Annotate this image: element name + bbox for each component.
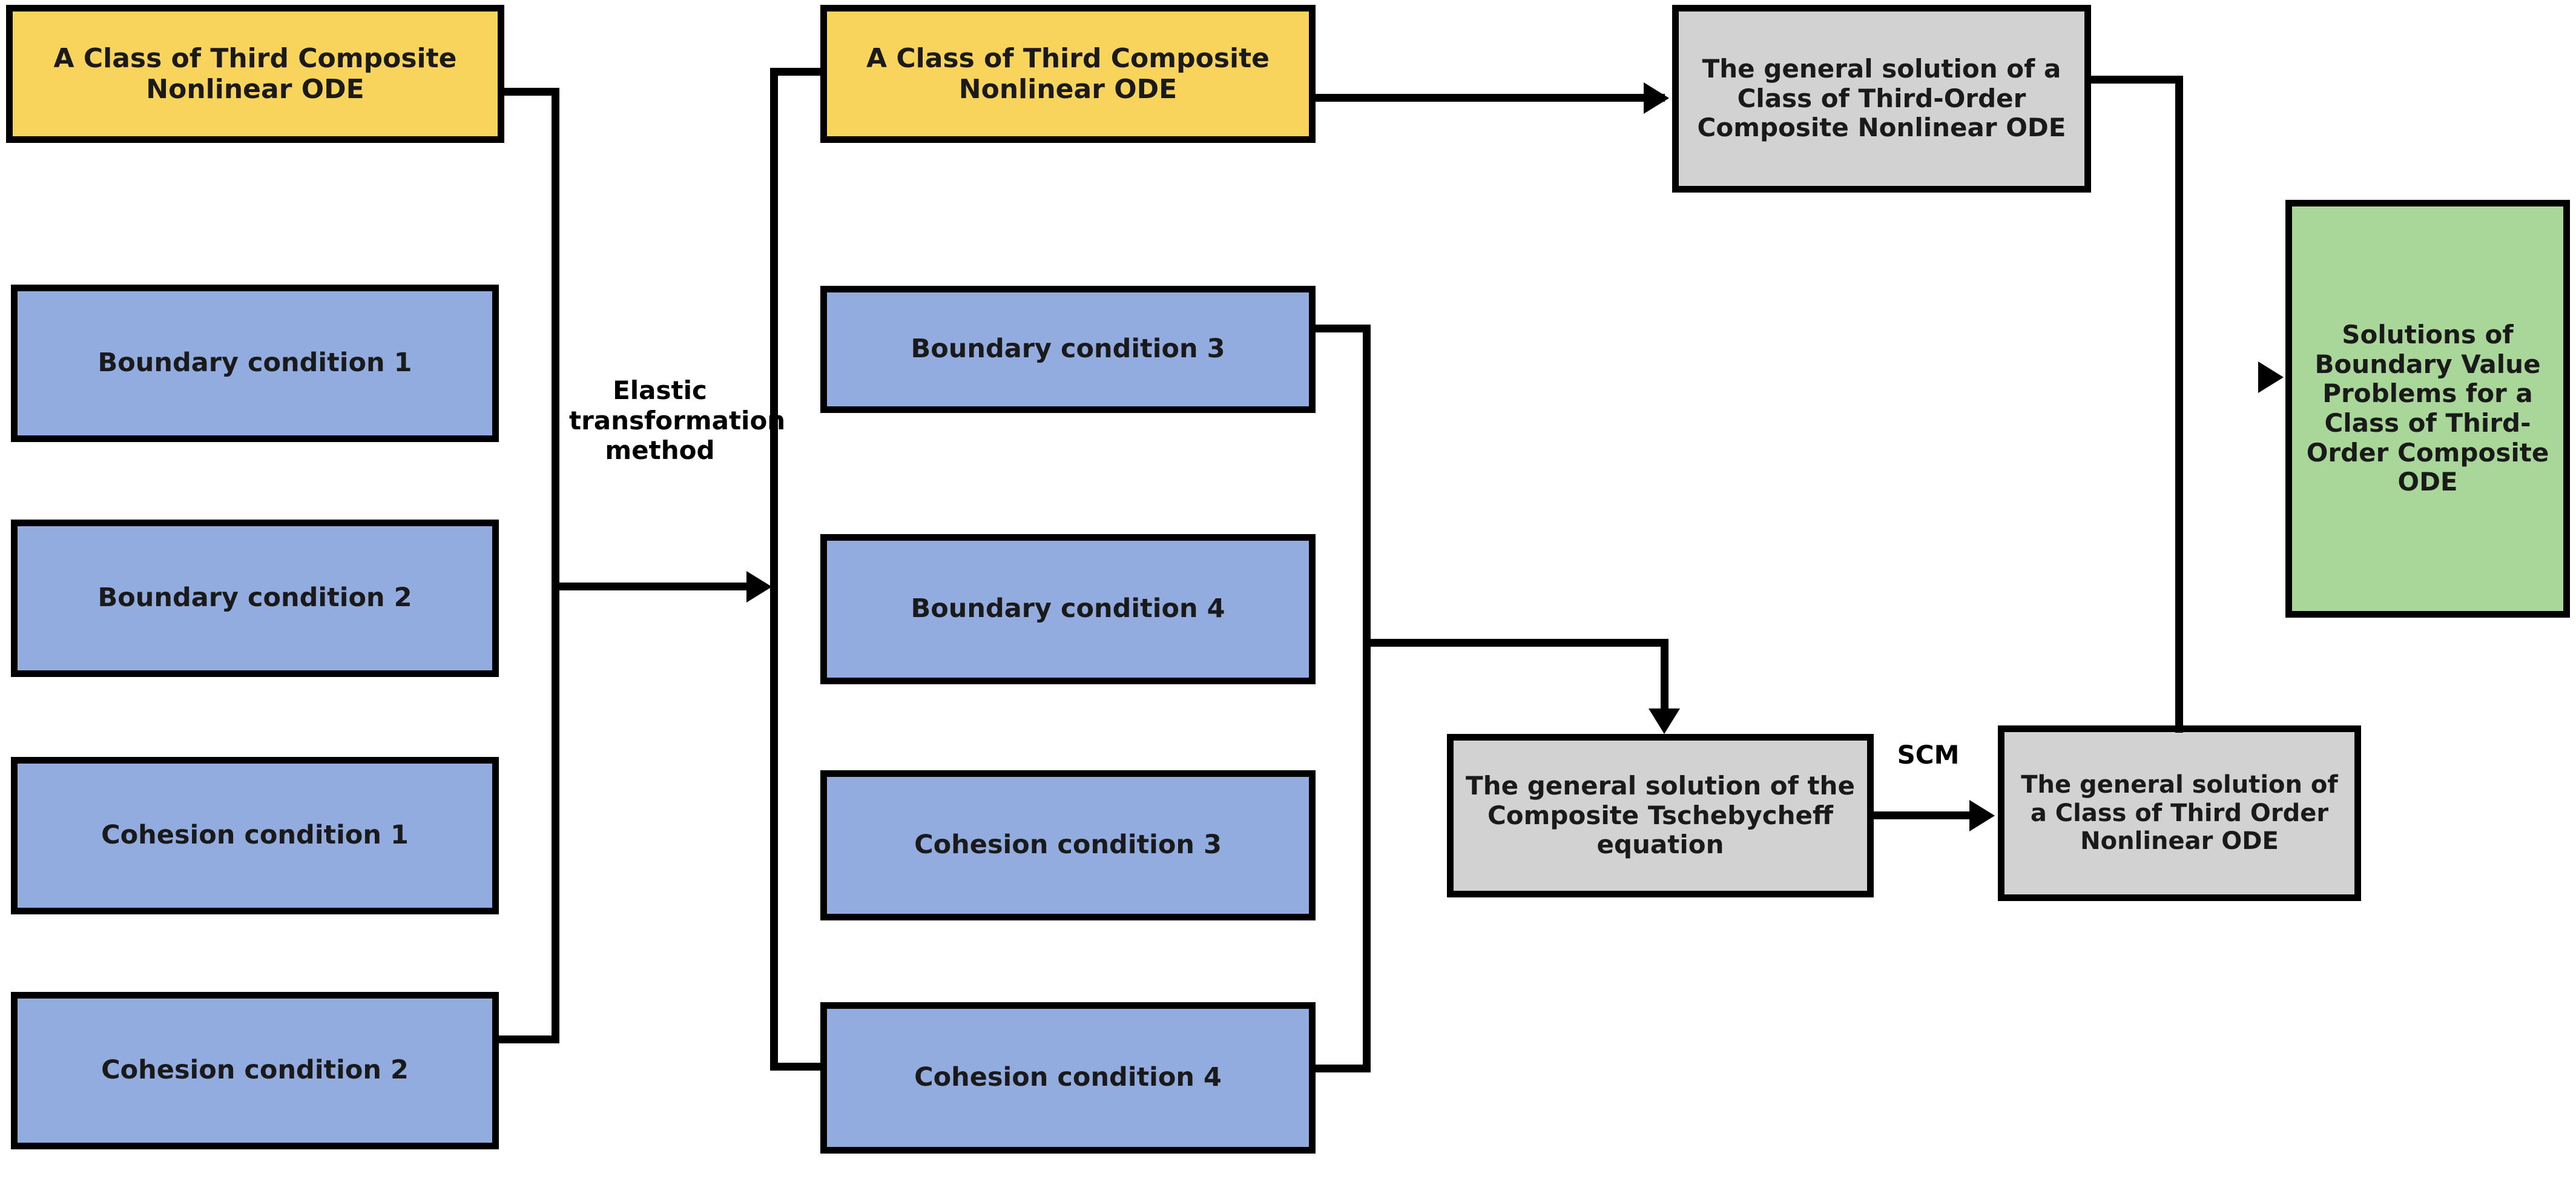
node-general-solution-third-order-nonlinear[interactable]: The general solution of a Class of Third… xyxy=(1998,725,2361,901)
node-cohesion-condition-1[interactable]: Cohesion condition 1 xyxy=(11,757,499,914)
node-boundary-condition-4[interactable]: Boundary condition 4 xyxy=(820,534,1316,684)
connector-middle-left-bus-bottom xyxy=(770,1063,826,1071)
connector-left-bus-vertical xyxy=(552,88,559,1043)
node-ode-transformed[interactable]: A Class of Third Composite Nonlinear ODE xyxy=(820,5,1316,143)
edge-label-elastic-transformation: Elastic transformation method xyxy=(569,375,786,466)
node-label: A Class of Third Composite Nonlinear ODE xyxy=(866,42,1270,105)
node-label: Solutions of Boundary Value Problems for… xyxy=(2306,319,2549,497)
arrow-conditions-to-tschebycheff xyxy=(1649,708,1680,734)
node-solutions-boundary-value-problems[interactable]: Solutions of Boundary Value Problems for… xyxy=(2285,200,2570,618)
node-label: Boundary condition 2 xyxy=(97,583,412,613)
node-label: Cohesion condition 1 xyxy=(101,820,409,851)
arrow-scm xyxy=(1969,800,1995,831)
connector-conditions-to-tschebycheff-h xyxy=(1363,639,1668,647)
node-label: The general solution of a Class of Third… xyxy=(2021,771,2338,856)
connector-right-bus-vertical xyxy=(2175,76,2183,733)
connector-elastic-transformation-line xyxy=(552,583,751,590)
connector-ode-to-general-solution xyxy=(1314,94,1665,102)
connector-conditions-to-tschebycheff-v xyxy=(1661,639,1668,724)
node-label: The general solution of the Composite Ts… xyxy=(1466,770,1855,860)
node-label: Cohesion condition 2 xyxy=(101,1055,409,1086)
node-cohesion-condition-2[interactable]: Cohesion condition 2 xyxy=(11,992,499,1149)
node-boundary-condition-1[interactable]: Boundary condition 1 xyxy=(11,285,499,442)
node-boundary-condition-3[interactable]: Boundary condition 3 xyxy=(820,286,1316,413)
arrow-ode-to-general-solution xyxy=(1644,82,1669,114)
connector-left-bus-top xyxy=(499,88,559,96)
edge-label-scm: SCM xyxy=(1897,740,1960,770)
node-cohesion-condition-4[interactable]: Cohesion condition 4 xyxy=(820,1002,1316,1154)
connector-left-bus-bottom xyxy=(499,1035,559,1043)
connector-middle-left-bus-top xyxy=(770,68,826,76)
node-label: A Class of Third Composite Nonlinear ODE xyxy=(53,42,457,105)
node-label: Boundary condition 4 xyxy=(911,593,1225,624)
connector-middle-right-bus-top xyxy=(1310,325,1371,332)
node-label: Cohesion condition 3 xyxy=(914,830,1222,860)
node-general-solution-tschebycheff[interactable]: The general solution of the Composite Ts… xyxy=(1447,734,1874,897)
node-cohesion-condition-3[interactable]: Cohesion condition 3 xyxy=(820,770,1316,920)
connector-right-bus-top xyxy=(2086,76,2183,84)
node-boundary-condition-2[interactable]: Boundary condition 2 xyxy=(11,520,499,677)
arrow-to-solutions-bvp xyxy=(2258,362,2284,393)
node-label: Boundary condition 3 xyxy=(911,334,1225,365)
node-ode-original[interactable]: A Class of Third Composite Nonlinear ODE xyxy=(6,5,504,143)
node-label: Cohesion condition 4 xyxy=(914,1062,1222,1093)
node-general-solution-third-order-composite[interactable]: The general solution of a Class of Third… xyxy=(1672,5,2091,193)
node-label: The general solution of a Class of Third… xyxy=(1697,53,2066,143)
node-label: Boundary condition 1 xyxy=(97,348,412,378)
connector-middle-left-bus-vertical xyxy=(770,68,778,1070)
connector-scm-line xyxy=(1871,811,1980,819)
connector-middle-right-bus-bottom xyxy=(1310,1065,1371,1072)
connector-middle-right-bus-vertical xyxy=(1363,325,1371,1072)
arrow-elastic-transformation xyxy=(746,571,772,603)
